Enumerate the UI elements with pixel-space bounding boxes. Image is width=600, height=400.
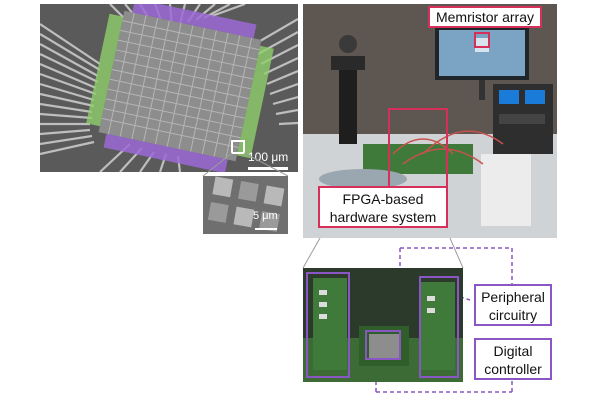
peripheral-label-line2: circuitry — [488, 307, 538, 323]
peripheral-highlight-right — [419, 276, 459, 378]
fpga-label: FPGA-based hardware system — [318, 186, 448, 228]
digital-label-line2: controller — [484, 361, 542, 377]
scale-bar-100 — [248, 167, 288, 170]
controller-highlight — [365, 330, 401, 360]
peripheral-label-line1: Peripheral — [481, 289, 545, 305]
peripheral-circuitry-label: Peripheral circuitry — [474, 284, 552, 326]
hardware-board-photo — [303, 268, 463, 382]
memristor-array-marker — [474, 32, 490, 48]
fpga-label-line1: FPGA-based — [342, 191, 424, 207]
fpga-highlight-box — [388, 108, 448, 194]
digital-controller-label: Digital controller — [474, 338, 552, 380]
scale-bar-5 — [255, 228, 277, 230]
fpga-label-line2: hardware system — [329, 209, 437, 225]
peripheral-highlight-left — [306, 272, 350, 378]
micrograph-drawing — [40, 4, 298, 172]
digital-label-line1: Digital — [493, 343, 533, 359]
memristor-zoom-inset: 5 μm — [203, 176, 288, 234]
memristor-array-text: Memristor array — [435, 9, 534, 25]
scale-label-5: 5 μm — [253, 210, 278, 222]
memristor-array-label: Memristor array — [428, 6, 542, 28]
inset-drawing — [203, 176, 288, 234]
